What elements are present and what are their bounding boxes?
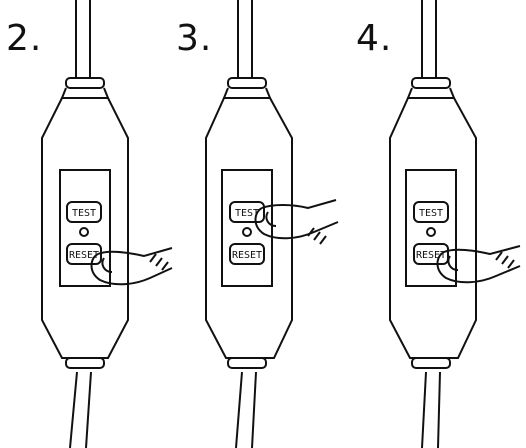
gfci-housing <box>205 97 293 359</box>
strain-relief-top <box>65 77 105 89</box>
reset-button <box>413 243 449 265</box>
reset-button <box>229 243 265 265</box>
control-panel <box>405 169 457 287</box>
step-number: 3. <box>176 18 213 59</box>
strain-relief-bottom <box>227 357 267 369</box>
gfci-housing <box>41 97 129 359</box>
step-number: 2. <box>6 18 43 59</box>
reset-button-label: RESET <box>232 250 262 261</box>
gfci-housing <box>389 97 477 359</box>
test-button-label: TEST <box>72 208 96 219</box>
reset-button-label: RESET <box>69 250 99 261</box>
indicator-light <box>242 227 252 237</box>
reset-button-label: RESET <box>416 250 446 261</box>
step-panel-4: 4. TEST RESET <box>350 0 525 448</box>
step-panel-2: 2. <box>0 0 175 448</box>
test-button <box>66 201 102 223</box>
power-cord-bottom <box>421 371 427 448</box>
indicator-light <box>79 227 89 237</box>
strain-relief-top <box>227 77 267 89</box>
control-panel <box>221 169 273 287</box>
strain-relief-bottom <box>411 357 451 369</box>
power-cord-bottom <box>69 371 78 448</box>
finger-icon <box>90 253 173 286</box>
test-button-label: TEST <box>235 208 259 219</box>
control-panel <box>59 169 111 287</box>
step-number: 4. <box>356 18 393 59</box>
strain-relief-bottom <box>65 357 105 369</box>
strain-relief-top <box>411 77 451 89</box>
gfci-device-illustration: TEST RESET <box>41 0 173 448</box>
test-button <box>229 201 265 223</box>
finger-icon <box>436 251 521 284</box>
power-cord-bottom <box>235 371 243 448</box>
gfci-device-illustration: TEST RESET <box>205 0 339 448</box>
step-panel-3: 3. TEST RESET <box>170 0 345 448</box>
finger-icon <box>254 207 339 240</box>
gfci-device-illustration: TEST RESET <box>389 0 521 448</box>
test-button-label: TEST <box>419 208 443 219</box>
indicator-light <box>426 227 436 237</box>
test-button <box>413 201 449 223</box>
